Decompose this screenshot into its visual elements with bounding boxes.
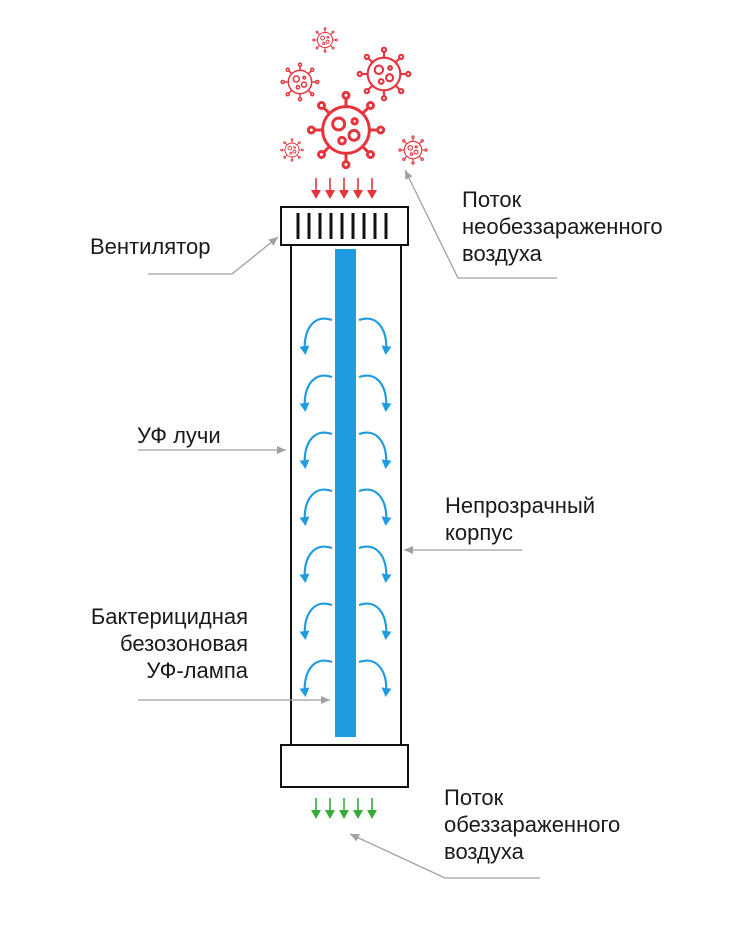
inflow-arrows — [311, 178, 377, 199]
leader-outflow — [349, 833, 540, 879]
fan-grille-icon — [280, 206, 409, 246]
label-inflow-line: воздуха — [462, 241, 542, 266]
label-outflow-line: обеззараженного — [444, 812, 621, 837]
uv-lamp — [335, 249, 356, 737]
outflow-arrows — [311, 798, 377, 819]
uv-rays — [299, 317, 392, 697]
label-fan: Вентилятор — [90, 233, 210, 260]
label-outflow-line: Поток — [444, 785, 504, 810]
label-inflow-line: необеззараженного — [462, 214, 663, 239]
label-uv-rays-line: УФ лучи — [137, 423, 221, 448]
virus-icon — [280, 62, 320, 102]
label-housing: Непрозрачный корпус — [445, 492, 595, 546]
label-outflow: Поток обеззараженного воздуха — [444, 784, 620, 865]
label-lamp-line: Бактерицидная — [90, 604, 248, 629]
virus-icon — [280, 138, 304, 162]
virus-icon — [306, 90, 386, 170]
label-lamp-line: УФ-лампа — [146, 658, 248, 683]
label-outflow-line: воздуха — [444, 839, 524, 864]
label-lamp: Бактерицидная безозоновая УФ-лампа — [20, 603, 248, 684]
label-housing-line: Непрозрачный — [445, 493, 596, 518]
housing-base — [280, 744, 409, 788]
label-housing-line: корпус — [445, 520, 514, 545]
label-inflow-line: Поток — [462, 187, 522, 212]
leader-inflow — [404, 169, 557, 279]
label-uv-rays: УФ лучи — [137, 422, 221, 449]
leader-fan — [148, 236, 279, 275]
virus-icon — [398, 135, 428, 165]
label-inflow: Поток необеззараженного воздуха — [462, 186, 663, 267]
virus-icon — [312, 27, 338, 53]
virus-cluster — [280, 27, 428, 170]
virus-icon — [356, 46, 412, 102]
label-lamp-line: безозоновая — [120, 631, 248, 656]
label-fan-line: Вентилятор — [90, 234, 211, 259]
